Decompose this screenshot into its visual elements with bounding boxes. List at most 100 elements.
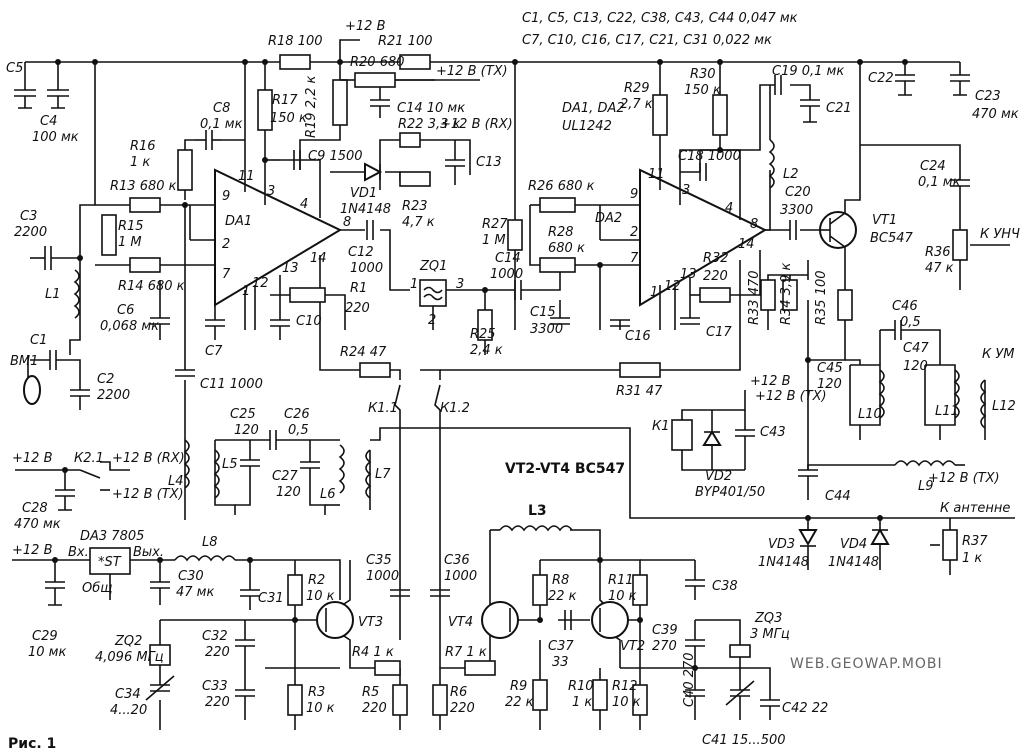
label-c41: C41 15...500 (702, 733, 786, 748)
label-r11: R11 (608, 573, 634, 588)
label-c21: C21 (826, 101, 852, 116)
label-c24: C24 (920, 159, 946, 174)
label-vt2: VT2 (620, 639, 645, 654)
label-zq2-value: 4,096 МГц (95, 650, 164, 665)
capacitor-c19 (774, 75, 782, 95)
filter-zq1 (419, 279, 447, 307)
label-c4-value: 100 мк (32, 130, 79, 145)
label-r1-value: 220 (345, 301, 370, 316)
label-r26: R26 680 к (528, 179, 595, 194)
label-r9-value: 22 к (505, 695, 534, 710)
label-r17: R17 (272, 93, 298, 108)
figure-caption: Рис. 1 (8, 736, 56, 752)
label-r36-value: 47 к (925, 261, 954, 276)
label-k1: К1 (652, 419, 670, 434)
inductor-l7 (365, 449, 372, 499)
potentiometer-r27 (507, 219, 523, 251)
label-c1: C1 (30, 333, 47, 348)
label-r24: R24 47 (340, 345, 387, 360)
da2-pin11: 11 (648, 167, 665, 182)
label-k21: К2.1 (74, 451, 104, 466)
capacitor-c10 (270, 319, 290, 340)
label-r27-value: 1 М (482, 233, 506, 248)
label-c2-value: 2200 (97, 388, 130, 403)
da2-pin8: 8 (750, 217, 758, 232)
zq1-pin3: 3 (456, 277, 464, 292)
da1-pin3: 3 (267, 184, 275, 199)
capacitor-c6 (150, 280, 170, 340)
label-c27: C27 (272, 469, 298, 484)
inductor-l11 (953, 369, 960, 419)
potentiometer-r23 (399, 171, 431, 187)
da2-pin9: 9 (630, 187, 638, 202)
transistor-vt3 (316, 601, 354, 639)
resistor-r2 (287, 574, 303, 606)
label-r36: R36 (925, 245, 951, 260)
label-c8-value: 0,1 мк (200, 117, 243, 132)
label-r10: R10 (568, 679, 594, 694)
capacitor-c17 (680, 317, 700, 325)
label-l7: L7 (375, 467, 391, 482)
label-c26-value: 0,5 (288, 423, 309, 438)
resistor-r12 (632, 684, 648, 716)
label-c6-value: 0,068 мк (100, 319, 159, 334)
inductor-l4 (183, 439, 190, 489)
label-c10: C10 (296, 314, 322, 329)
label-r17-value: 150 к (270, 111, 307, 126)
label-c20-value: 3300 (780, 203, 813, 218)
relay-k1 (671, 390, 755, 471)
capacitor-c16 (610, 319, 630, 327)
antenna-wiring (370, 427, 1015, 575)
da1-pin9: 9 (222, 189, 230, 204)
resistor-r18 (279, 54, 311, 70)
resistor-r13 (129, 197, 161, 213)
label-r20: R20 680 (350, 55, 405, 70)
label-c26: C26 (284, 407, 310, 422)
label-vd3: VD3 (768, 537, 795, 552)
label-c42: C42 22 (782, 701, 828, 716)
resistor-r1 (289, 287, 326, 303)
label-vd1: VD1 (350, 186, 377, 201)
label-r6-value: 220 (450, 701, 475, 716)
capacitor-c21 (800, 99, 820, 123)
input-bandpass-wiring (214, 430, 371, 515)
label-c8: C8 (213, 101, 230, 116)
label-c31: C31 (258, 591, 284, 606)
label-vd2: VD2 (705, 469, 732, 484)
label-c34-value: 4...20 (110, 703, 147, 718)
c24-r36-wiring (860, 144, 1010, 290)
label-k12: К1.2 (440, 401, 470, 416)
capacitor-c8 (195, 130, 222, 150)
label-k-unch: К УНЧ (980, 227, 1020, 242)
label-r5-value: 220 (362, 701, 387, 716)
label-r12-value: 10 к (612, 695, 641, 710)
label-plus12-relay: +12 В (750, 374, 791, 389)
note-caps-047: C1, C5, C13, C22, C38, C43, C44 0,047 мк (522, 11, 798, 26)
inductor-l1 (73, 269, 80, 319)
inductor-l8 (174, 555, 236, 562)
label-c46-value: 0,5 (900, 315, 921, 330)
label-l1: L1 (45, 287, 61, 302)
label-vd3-value: 1N4148 (758, 555, 809, 570)
label-c23: C23 (975, 89, 1001, 104)
label-r10-value: 1 к (572, 695, 592, 710)
label-plus12-da3: +12 В (12, 543, 53, 558)
inductor-l12 (980, 379, 987, 429)
label-c3: C3 (20, 209, 37, 224)
label-c47: C47 (903, 341, 929, 356)
label-l12: L12 (992, 399, 1016, 414)
resistor-r21 (399, 54, 431, 70)
da2-pin7: 7 (630, 251, 639, 266)
label-r27: R27 (482, 217, 508, 232)
label-c20: C20 (785, 185, 811, 200)
label-c43: C43 (760, 425, 786, 440)
label-r9: R9 (510, 679, 527, 694)
label-c45: C45 (817, 361, 843, 376)
label-plus12-tx-2: +12 В (TX) (928, 471, 1000, 486)
resistor-r17 (257, 89, 273, 131)
label-r13: R13 680 к (110, 179, 177, 194)
da2-pin3: 3 (682, 183, 690, 198)
resistor-r6 (432, 684, 448, 716)
label-c40: C40 270 (682, 652, 697, 707)
